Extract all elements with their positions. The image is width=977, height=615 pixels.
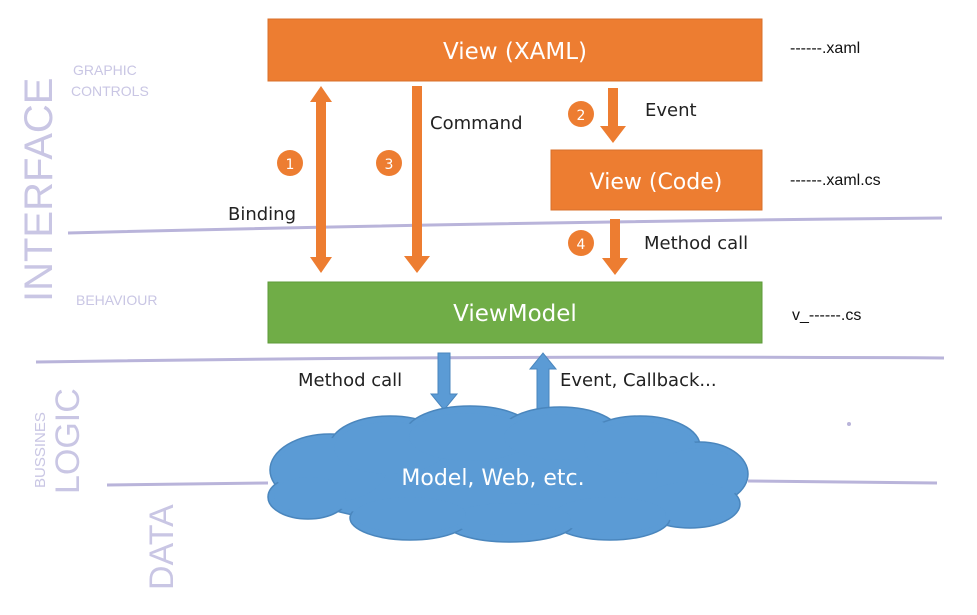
view-code-file-label: ------.xaml.cs: [790, 172, 881, 189]
event-badge-number: 2: [577, 108, 586, 124]
event-callback-label: Event, Callback...: [560, 370, 717, 391]
viewmodel-label: ViewModel: [453, 301, 577, 327]
command-badge-number: 3: [385, 157, 394, 173]
interface-layer-label: INTERFACE: [17, 78, 61, 302]
command-badge: [376, 150, 402, 176]
view-xaml-label: View (XAML): [443, 39, 587, 65]
interface-divider-line: [67, 216, 943, 235]
event-arrow: [600, 88, 626, 143]
binding-arrow: [310, 86, 332, 273]
method-call-bottom-arrow: [429, 352, 459, 411]
view-code-box: [550, 149, 763, 211]
logic-layer-label: LOGIC: [49, 388, 87, 494]
stray-dot: [847, 422, 851, 426]
data-layer-label: DATA: [143, 504, 181, 590]
data-divider-left: [106, 481, 269, 487]
graphic-controls-label-line1: GRAPHIC: [73, 62, 137, 78]
view-code-label: View (Code): [590, 170, 723, 195]
method-call-top-arrow: [602, 219, 628, 275]
graphic-controls-label-line2: CONTROLS: [71, 83, 149, 99]
viewmodel-file-label: v_------.cs: [792, 307, 861, 324]
view-xaml-box: [267, 18, 763, 82]
data-divider-right: [747, 479, 938, 485]
behaviour-layer-label: BEHAVIOUR: [76, 292, 157, 308]
bussines-layer-label: BUSSINES: [32, 412, 49, 488]
view-xaml-file-label: ------.xaml: [790, 40, 860, 57]
event-label: Event: [645, 100, 697, 121]
event-badge: [568, 101, 594, 127]
binding-label: Binding: [228, 204, 296, 225]
method-call-top-badge: [568, 230, 594, 256]
command-label: Command: [430, 113, 523, 134]
binding-badge-number: 1: [286, 157, 295, 173]
viewmodel-box: [267, 281, 763, 344]
behaviour-divider-line: [35, 355, 945, 364]
binding-badge: [277, 150, 303, 176]
method-call-top-badge-number: 4: [577, 237, 586, 253]
method-call-top-label: Method call: [644, 233, 748, 254]
model-cloud-fill: [274, 413, 744, 535]
model-label: Model, Web, etc.: [401, 466, 584, 491]
event-callback-arrow: [528, 352, 558, 411]
command-arrow: [404, 86, 430, 273]
method-call-bottom-label: Method call: [298, 370, 402, 391]
